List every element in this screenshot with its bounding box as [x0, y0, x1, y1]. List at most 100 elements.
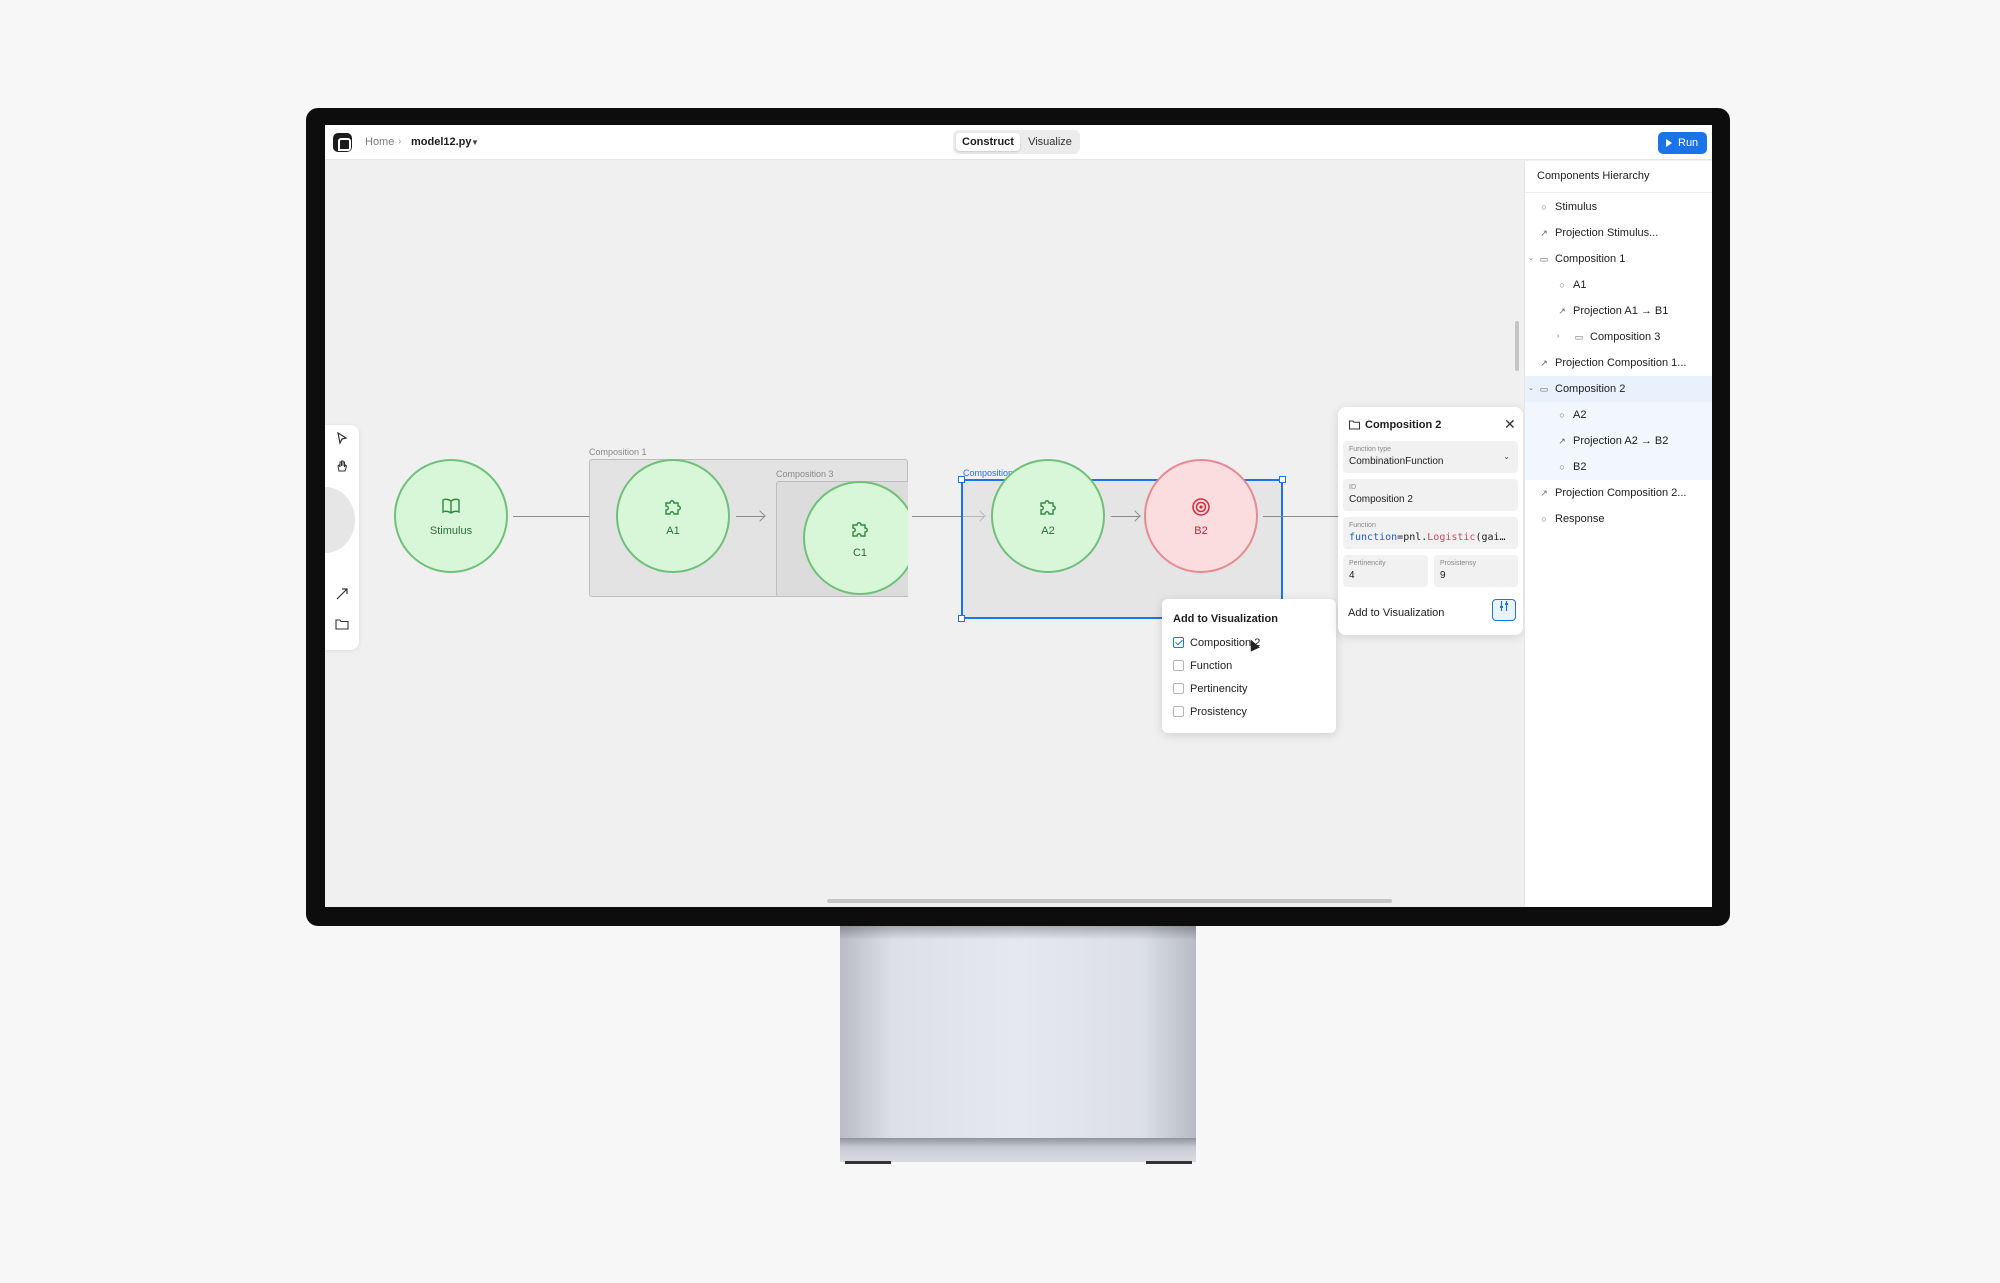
arrow-icon: ↗ [1540, 358, 1548, 368]
projection-tool-icon[interactable] [333, 587, 351, 605]
code-text: (gai… [1475, 532, 1506, 543]
field-value: Composition 2 [1349, 494, 1413, 505]
circle-icon: ○ [1559, 462, 1565, 472]
composition-tool-icon[interactable] [333, 617, 351, 635]
resize-handle[interactable] [958, 476, 965, 483]
chevron-down-icon[interactable]: ⌄ [1528, 255, 1534, 262]
stand-shadow [840, 926, 1196, 940]
tree-item-projection-stimulus[interactable]: ↗Projection Stimulus... [1525, 220, 1712, 246]
tree-item-a2[interactable]: ○A2 [1525, 402, 1712, 428]
tree-item-projection-a1-b1[interactable]: ↗Projection A1 → B1 [1525, 298, 1712, 324]
projection-arrow[interactable] [1111, 516, 1139, 517]
canvas-toolbar [325, 425, 359, 650]
folder-icon: ▭ [1539, 384, 1549, 394]
sliders-icon[interactable] [1492, 599, 1516, 621]
circle-icon: ○ [1559, 410, 1565, 420]
node-a2[interactable]: A2 [991, 459, 1105, 573]
pointer-tool-icon[interactable] [333, 431, 351, 449]
tree-item-response[interactable]: ○Response [1525, 506, 1712, 532]
folder-icon [1349, 420, 1360, 433]
tree-item-b2[interactable]: ○B2 [1525, 454, 1712, 480]
id-field[interactable]: ID Composition 2 [1343, 479, 1518, 511]
tree-item-composition-3[interactable]: › ▭ Composition 3 [1525, 324, 1712, 350]
model-canvas[interactable]: Stimulus Composition 1 A1 Composition 3 … [325, 161, 1524, 907]
hand-tool-icon[interactable] [333, 459, 351, 477]
tree-item-projection-a2-b2[interactable]: ↗Projection A2 → B2 [1525, 428, 1712, 454]
composition-2-label: Composition 2 [963, 468, 1021, 478]
option-prosistency[interactable]: Prosistency [1173, 706, 1247, 718]
tree-item-label: A1 [1573, 279, 1587, 291]
node-label: A1 [666, 525, 680, 537]
field-value: 9 [1440, 570, 1446, 581]
panel-title: Components Hierarchy [1537, 170, 1650, 182]
tree-item-label: Composition 1 [1555, 253, 1626, 265]
node-c1[interactable]: C1 [803, 481, 908, 595]
code-keyword: function [1349, 532, 1398, 543]
chevron-down-icon[interactable]: ⌄ [1528, 385, 1534, 392]
option-function[interactable]: Function [1173, 660, 1232, 672]
projection-arrow[interactable] [1263, 516, 1338, 517]
node-shape-swatch[interactable] [325, 487, 355, 553]
composition-3-clip: C1 [776, 481, 908, 597]
tree-item-label: Composition 3 [1590, 331, 1661, 343]
tree-item-projection-composition-1[interactable]: ↗ Projection Composition 1... [1525, 350, 1712, 376]
node-a1[interactable]: A1 [616, 459, 730, 573]
checkbox-checked[interactable] [1173, 637, 1184, 648]
app-logo-icon[interactable] [333, 133, 352, 152]
tree-item-label: Projection Composition 1... [1555, 357, 1687, 369]
properties-popover: Composition 2 ✕ Function type Combinatio… [1338, 407, 1523, 635]
field-value: function=pnl.Logistic(gai… [1349, 532, 1509, 543]
target-icon [1146, 497, 1256, 522]
node-stimulus[interactable]: Stimulus [394, 459, 508, 573]
resize-handle[interactable] [958, 615, 965, 622]
resize-handle[interactable] [1279, 476, 1286, 483]
tab-construct[interactable]: Construct [956, 133, 1020, 151]
breadcrumb-home[interactable]: Home [365, 136, 395, 148]
tree-item-label: Composition 2 [1555, 383, 1626, 395]
chevron-down-icon[interactable]: ▼ [471, 138, 479, 147]
function-field[interactable]: Function function=pnl.Logistic(gai… [1343, 517, 1518, 549]
close-icon[interactable]: ✕ [1504, 416, 1516, 432]
book-icon [396, 497, 506, 520]
checkbox[interactable] [1173, 706, 1184, 717]
projection-arrow[interactable] [736, 516, 764, 517]
function-type-select[interactable]: Function type CombinationFunction ⌄ [1343, 441, 1518, 473]
field-label: Function [1349, 522, 1376, 529]
tree-item-composition-2[interactable]: ⌄ ▭ Composition 2 [1525, 376, 1712, 402]
run-button[interactable]: Run [1658, 132, 1707, 154]
mode-switch: Construct Visualize [953, 130, 1080, 154]
composition-1-label: Composition 1 [589, 447, 647, 457]
puzzle-icon [618, 497, 728, 522]
pertinencity-field[interactable]: Pertinencity 4 [1343, 555, 1428, 587]
projection-arrow[interactable] [912, 516, 984, 517]
option-label: Function [1190, 660, 1233, 672]
tree-item-composition-1[interactable]: ⌄ ▭ Composition 1 [1525, 246, 1712, 272]
tab-visualize[interactable]: Visualize [1028, 136, 1072, 148]
horizontal-scrollbar[interactable] [827, 899, 1392, 903]
circle-icon: ○ [1541, 514, 1547, 524]
components-hierarchy-panel: Components Hierarchy ○Stimulus ↗Projecti… [1524, 161, 1712, 907]
projection-arrow[interactable] [513, 516, 606, 517]
code-function: Logistic [1427, 532, 1476, 543]
vertical-scrollbar[interactable] [1515, 321, 1519, 371]
option-label: Prosistency [1190, 706, 1247, 718]
field-label: Pertinencity [1349, 560, 1386, 567]
field-label: Function type [1349, 446, 1392, 453]
checkbox[interactable] [1173, 660, 1184, 671]
tree-item-stimulus[interactable]: ○Stimulus [1525, 194, 1712, 220]
folder-icon: ▭ [1539, 254, 1549, 264]
tree-item-a1[interactable]: ○A1 [1525, 272, 1712, 298]
breadcrumb-file[interactable]: model12.py [411, 136, 472, 148]
node-b2[interactable]: B2 [1144, 459, 1258, 573]
field-value: CombinationFunction [1349, 456, 1444, 467]
field-label: Prosistensy [1440, 560, 1477, 567]
option-pertinencity[interactable]: Pertinencity [1173, 683, 1247, 695]
prosistency-field[interactable]: Prosistensy 9 [1434, 555, 1518, 587]
option-composition-2[interactable]: Composition 2 [1173, 637, 1260, 649]
breadcrumb-separator: › [398, 136, 402, 147]
composition-3-label: Composition 3 [776, 469, 834, 479]
tree-item-projection-composition-2[interactable]: ↗Projection Composition 2... [1525, 480, 1712, 506]
checkbox[interactable] [1173, 683, 1184, 694]
folder-icon: ▭ [1574, 332, 1584, 342]
chevron-right-icon[interactable]: › [1557, 333, 1560, 340]
